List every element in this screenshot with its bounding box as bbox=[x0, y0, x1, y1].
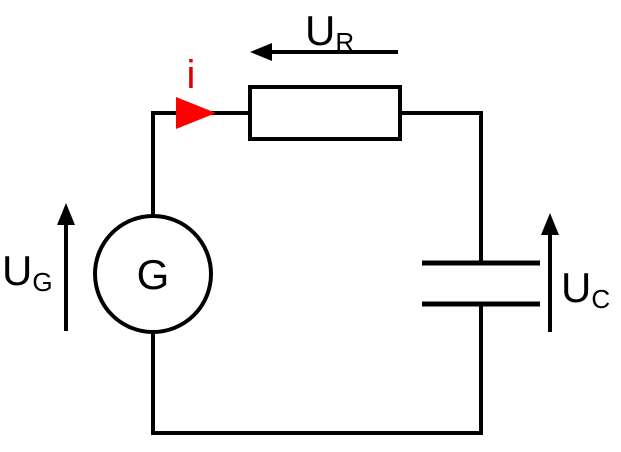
capacitor-voltage-arrow bbox=[541, 213, 559, 332]
current-arrow bbox=[176, 97, 216, 129]
capacitor-voltage-label: UC bbox=[561, 264, 610, 314]
resistor-voltage-label: UR bbox=[305, 7, 354, 57]
generator-voltage-label: UG bbox=[2, 247, 53, 297]
resistor-voltage-arrow bbox=[250, 43, 398, 61]
generator-symbol: G bbox=[137, 251, 170, 298]
generator-circle bbox=[93, 214, 213, 334]
resistor bbox=[248, 85, 402, 141]
current-label: i bbox=[187, 53, 196, 97]
generator-voltage-arrow bbox=[57, 203, 75, 331]
